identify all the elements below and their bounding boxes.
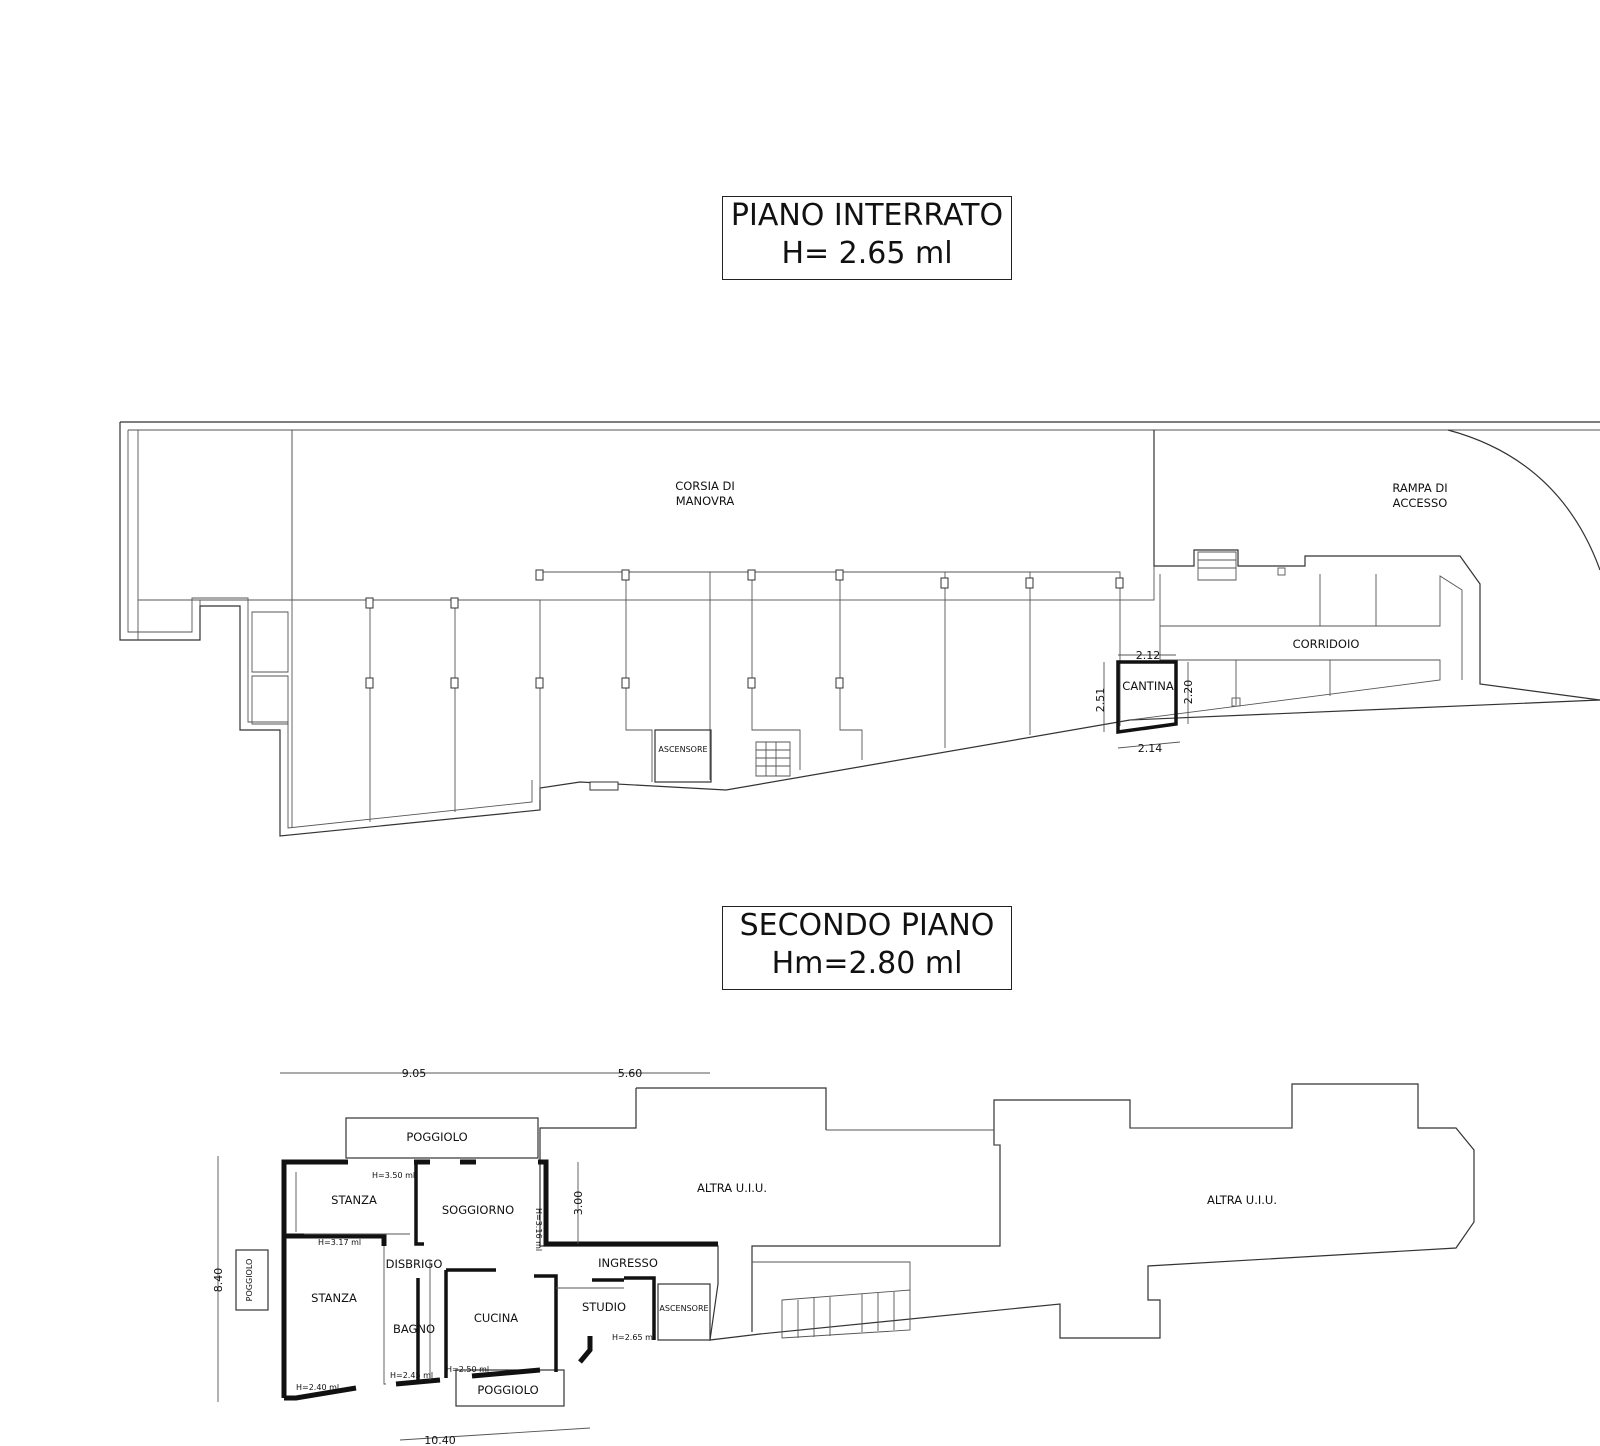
disbrigo-label: DISBRIGO <box>386 1257 443 1271</box>
pillars <box>365 569 1124 791</box>
apartment-inner-walls <box>414 1162 656 1380</box>
corsia-label-1: CORSIA DI <box>675 479 735 493</box>
cantina-dims <box>1103 654 1189 749</box>
h-soggiorno: H=3.16 ml <box>534 1208 543 1251</box>
stair-interrato <box>755 741 791 777</box>
ascensore-interrato <box>654 729 712 783</box>
bagno-label: BAGNO <box>393 1322 435 1336</box>
service-wing <box>1153 430 1600 701</box>
interrato-left-notches <box>251 611 289 725</box>
altra-uiu-1-label: ALTRA U.I.U. <box>697 1181 767 1195</box>
ramp-arc <box>1447 429 1600 571</box>
stair-service <box>1197 551 1237 581</box>
h-cucina: H=2.50 ml <box>446 1365 489 1374</box>
corridoio-label: CORRIDOIO <box>1293 637 1360 651</box>
secondo-plan: POGGIOLO POGGIOLO POGGIOLO STANZA STANZA… <box>212 1067 1475 1446</box>
cantina-dim-top: 2.12 <box>1136 649 1161 662</box>
title-interrato-line1: PIANO INTERRATO <box>730 198 1004 233</box>
secondo-dims <box>217 1072 710 1441</box>
dim-top-right: 5.60 <box>618 1067 643 1080</box>
dim-soggiorno-depth: 3.00 <box>572 1191 585 1216</box>
interrato-inner-wall <box>127 429 1600 829</box>
title-box-interrato: PIANO INTERRATO H= 2.65 ml <box>722 196 1012 280</box>
ascensore-secondo-label: ASCENSORE <box>659 1304 708 1313</box>
interrato-left-block <box>137 430 293 640</box>
stanza-1-label: STANZA <box>331 1193 377 1207</box>
dim-bottom: 10.40 <box>424 1434 456 1446</box>
h-stanza2: H=3.17 ml <box>318 1238 361 1247</box>
altra-uiu-2-label: ALTRA U.I.U. <box>1207 1193 1277 1207</box>
altra-uiu-outline <box>539 1083 1475 1341</box>
altra-uiu-divider <box>826 1127 1292 1146</box>
small-square-1 <box>1277 567 1286 576</box>
poggiolo-side <box>235 1249 269 1311</box>
title-interrato-line2: H= 2.65 ml <box>781 236 953 271</box>
studio-label: STUDIO <box>582 1300 626 1314</box>
altra-stairs <box>752 1261 911 1339</box>
h-stanza1: H=3.50 ml <box>372 1171 415 1180</box>
corsia-area <box>291 429 1155 601</box>
corridor-walls <box>1129 574 1463 721</box>
h-bagno: H=2.45 ml <box>390 1371 433 1380</box>
stanza-2-label: STANZA <box>311 1291 357 1305</box>
cantina-dim-right: 2.20 <box>1182 680 1195 705</box>
corsia-label-2: MANOVRA <box>676 494 735 508</box>
dim-vertical: 8.40 <box>212 1268 225 1293</box>
parking-stalls-left <box>291 599 541 828</box>
poggiolo-top-label: POGGIOLO <box>406 1130 467 1144</box>
interrato-plan: CORSIA DI MANOVRA RAMPA DI ACCESSO CORRI… <box>119 421 1600 837</box>
soggiorno-label: SOGGIORNO <box>442 1203 514 1217</box>
poggiolo-bottom-label: POGGIOLO <box>477 1383 538 1397</box>
poggiolo-top <box>345 1117 539 1159</box>
ascensore-secondo <box>657 1283 711 1341</box>
h-stanza-bottom: H=2.40 ml <box>296 1383 339 1392</box>
cantina-walls <box>1116 660 1178 735</box>
cantina-label: CANTINA <box>1122 679 1174 693</box>
ingresso-label: INGRESSO <box>598 1256 658 1270</box>
ascensore-interrato-label: ASCENSORE <box>658 745 707 754</box>
small-square-2 <box>1231 697 1241 707</box>
poggiolo-side-label: POGGIOLO <box>245 1259 254 1302</box>
h-studio: H=2.65 ml <box>612 1333 655 1342</box>
rampa-label-2: ACCESSO <box>1393 496 1448 510</box>
cantina-dim-left: 2.51 <box>1094 688 1107 713</box>
title-secondo-line2: Hm=2.80 ml <box>771 946 963 981</box>
poggiolo-bottom <box>455 1369 565 1407</box>
dim-top-left: 9.05 <box>402 1067 427 1080</box>
apartment-light-walls <box>295 1172 624 1385</box>
interrato-outer-wall <box>119 421 1600 837</box>
cantina-dim-bottom: 2.14 <box>1138 742 1163 755</box>
title-box-secondo: SECONDO PIANO Hm=2.80 ml <box>722 906 1012 990</box>
title-secondo-line1: SECONDO PIANO <box>739 908 995 943</box>
apartment-outer-wall <box>281 1159 718 1401</box>
parking-stalls-middle <box>540 571 1121 782</box>
cucina-label: CUCINA <box>474 1311 518 1325</box>
rampa-label-1: RAMPA DI <box>1392 481 1447 495</box>
